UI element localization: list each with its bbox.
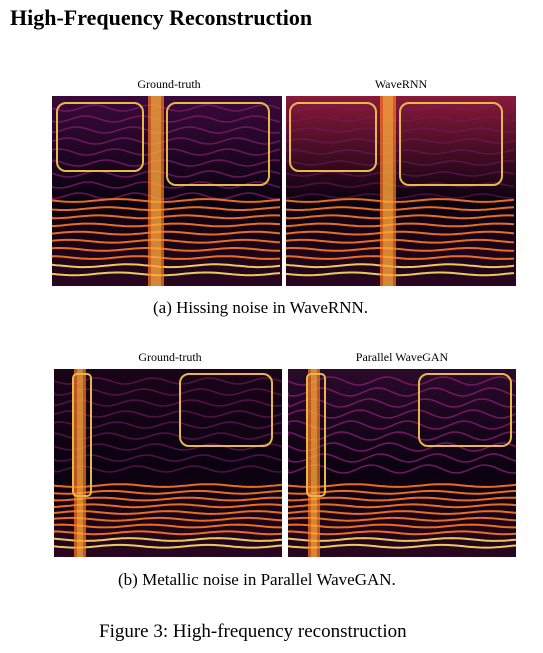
caption-b: (b) Metallic noise in Parallel WaveGAN.: [118, 570, 396, 589]
panel-a-right-label: WaveRNN: [374, 77, 428, 91]
spectrogram-a-wavernn: [286, 96, 516, 286]
figure-caption: Figure 3: High-frequency reconstruction: [99, 621, 407, 642]
section-heading: High-Frequency Reconstruction: [10, 5, 313, 30]
highlight-box-a-left-1: [56, 102, 144, 172]
spectrogram-b-ground-truth-image: [54, 369, 282, 557]
spectrogram-b-ground-truth: [54, 369, 282, 557]
highlight-box-b-right-2: [418, 373, 512, 447]
highlight-box-b-right-1: [306, 373, 326, 497]
panel-b-left-label: Ground-truth: [138, 350, 202, 364]
highlight-box-a-right-1: [289, 102, 377, 172]
highlight-box-a-right-2: [399, 102, 503, 186]
caption-a: (a) Hissing noise in WaveRNN.: [153, 298, 369, 317]
spectrogram-b-parallel-wavegan: [288, 369, 516, 557]
highlight-box-b-left-2: [179, 373, 273, 447]
highlight-box-b-left-1: [72, 373, 92, 497]
panel-a-left-label: Ground-truth: [137, 77, 201, 91]
spectrogram-b-parallel-wavegan-image: [288, 369, 516, 557]
spectrogram-a-wavernn-image: [286, 96, 516, 286]
highlight-box-a-left-2: [166, 102, 270, 186]
panel-b-right-label: Parallel WaveGAN: [355, 350, 449, 364]
